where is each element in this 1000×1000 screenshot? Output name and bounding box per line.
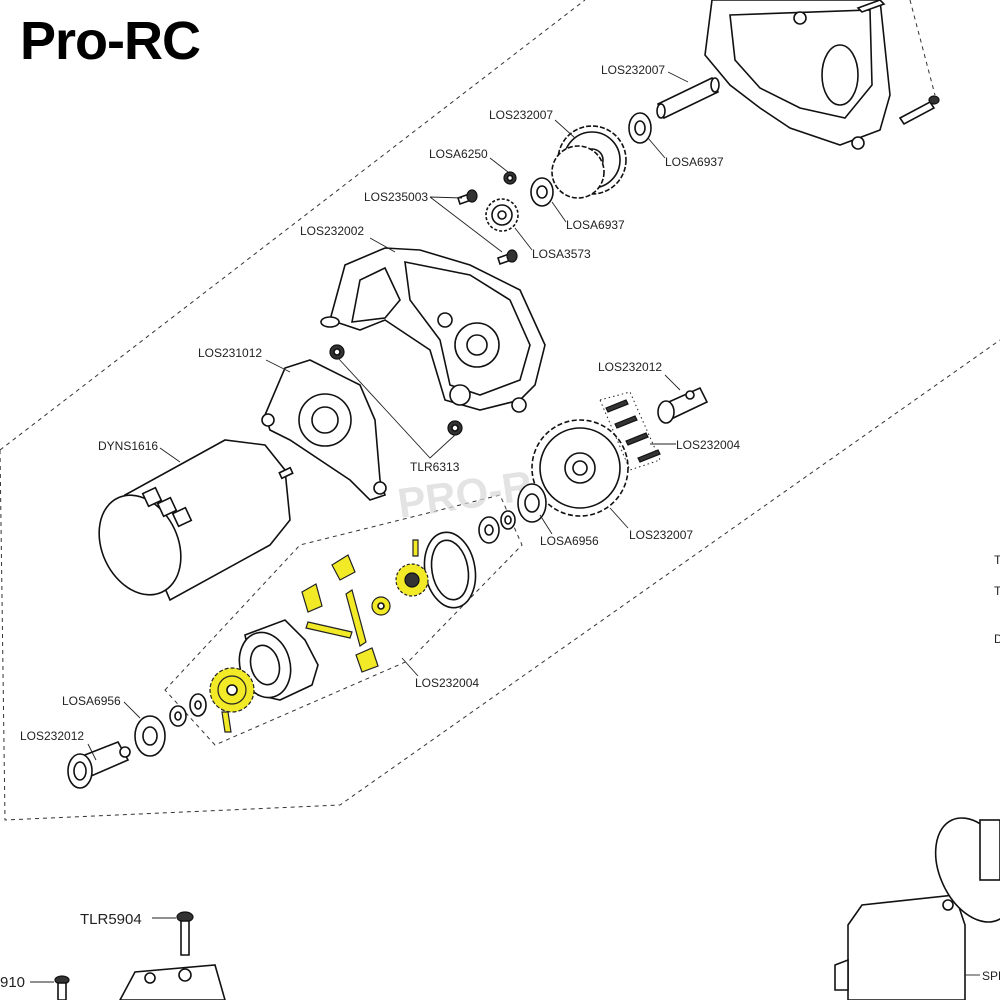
label-los232007-spur: LOS232007 — [629, 528, 693, 542]
pins-guide — [599, 391, 661, 471]
label-losa6250: LOSA6250 — [429, 147, 488, 161]
leader-los232012-a — [664, 374, 681, 391]
leader-los232007-top — [667, 71, 689, 83]
motor-dyns1616 — [98, 439, 294, 602]
diff-pin-small-top — [412, 539, 419, 557]
label-los232004-b: LOS232004 — [415, 676, 479, 690]
assembly-boundary-outer — [0, 0, 1000, 821]
diff-case — [238, 619, 319, 701]
label-los232007-gear: LOS232007 — [489, 108, 553, 122]
bottom-bracket-partial — [119, 964, 226, 1000]
leader-los231012 — [265, 359, 291, 373]
label-t-partial-2: T — [994, 584, 1000, 598]
diff-spider-gear-top — [331, 554, 356, 581]
brand-logo-text: Pro-RC — [20, 11, 201, 71]
label-los235003: LOS235003 — [364, 190, 428, 204]
leader-losa3573 — [514, 227, 533, 251]
servo-partial — [834, 894, 966, 1000]
leader-tlr6313 — [337, 357, 456, 459]
screw-tlr5904 — [176, 911, 194, 956]
bearing-losa6956-upper — [517, 483, 547, 523]
label-los232012-b: LOS232012 — [20, 729, 84, 743]
bearing-losa6956-lower — [134, 715, 166, 757]
leader-los232007-spur — [609, 507, 629, 529]
label-d-partial: D — [994, 632, 1000, 646]
diff-washer-yellow — [371, 596, 391, 616]
label-losa6956-b: LOSA6956 — [62, 694, 121, 708]
label-t-partial-1: T — [994, 553, 1000, 567]
leader-losa6250 — [489, 157, 509, 173]
leader-los235003 — [429, 196, 503, 253]
label-spm-partial: SPM — [982, 969, 1000, 983]
washer-lower-a — [189, 693, 207, 717]
nut-tlr6313-a — [329, 344, 345, 360]
diff-spider-gear-left — [301, 583, 323, 613]
leader-los232004-b — [401, 657, 419, 677]
label-losa6956-a: LOSA6956 — [540, 534, 599, 548]
diff-pin-small-bottom — [221, 711, 232, 733]
label-los232004-a: LOS232004 — [676, 438, 740, 452]
leader-losa6956-a — [539, 514, 553, 535]
label-losa6937-b: LOSA6937 — [566, 218, 625, 232]
label-losa3573: LOSA3573 — [532, 247, 591, 261]
leader-losa6956-b — [123, 701, 141, 719]
spur-gear-los232007 — [531, 419, 629, 517]
label-losa6937-a: LOSA6937 — [665, 155, 724, 169]
diff-spider-gear-bottom — [355, 647, 379, 673]
idler-gear — [551, 125, 627, 199]
washer-upper-b — [478, 516, 500, 544]
screw-910 — [54, 975, 70, 1000]
leader-los232007-gear — [554, 119, 576, 139]
screw-top-edge — [856, 0, 886, 13]
diff-gasket — [423, 531, 477, 609]
bearing-losa6937-upper — [628, 112, 652, 144]
pinion-losa3573 — [485, 198, 519, 232]
screw-los235003-b — [496, 249, 518, 266]
shaft-los232007 — [656, 76, 720, 120]
label-los232012-a: LOS232012 — [598, 360, 662, 374]
nut-tlr6313-b — [447, 420, 463, 436]
nut-losa6250 — [503, 171, 517, 185]
label-910-partial: 910 — [0, 974, 25, 991]
bearing-losa6937-lower — [530, 177, 554, 207]
screw-los235003-a — [456, 189, 478, 206]
motor-partial-right — [934, 817, 1000, 923]
washer-upper-a — [500, 510, 516, 530]
label-tlr5904: TLR5904 — [80, 911, 142, 928]
leader-losa6937-b — [551, 201, 567, 223]
assembly-boundary-diff — [164, 494, 523, 746]
diff-bevel-gear-large — [395, 563, 429, 597]
leader-losa6937-a — [647, 137, 666, 159]
outdrive-los232012-upper — [657, 386, 709, 424]
leader-dyns1616 — [159, 447, 181, 463]
washer-lower-b — [169, 705, 187, 727]
leader-los232002 — [369, 237, 396, 253]
pins-los232004-upper — [605, 399, 661, 463]
label-tlr6313: TLR6313 — [410, 460, 460, 474]
label-los232007-top: LOS232007 — [601, 63, 665, 77]
leader-los232012-b — [87, 743, 97, 761]
label-los232002: LOS232002 — [300, 224, 364, 238]
outdrive-los232012-lower — [67, 741, 131, 789]
label-los231012: LOS231012 — [198, 346, 262, 360]
label-dyns1616: DYNS1616 — [98, 439, 158, 453]
diff-ring-gear — [209, 667, 255, 713]
housing-los232002 — [320, 247, 546, 413]
screw-top-right — [898, 95, 940, 126]
diff-pin-horizontal — [305, 621, 353, 639]
motor-plate-los231012 — [261, 359, 387, 501]
diff-cross-shaft — [345, 589, 367, 647]
assembly-boundary-right — [909, 0, 936, 96]
gearbox-housing-top — [704, 0, 891, 150]
